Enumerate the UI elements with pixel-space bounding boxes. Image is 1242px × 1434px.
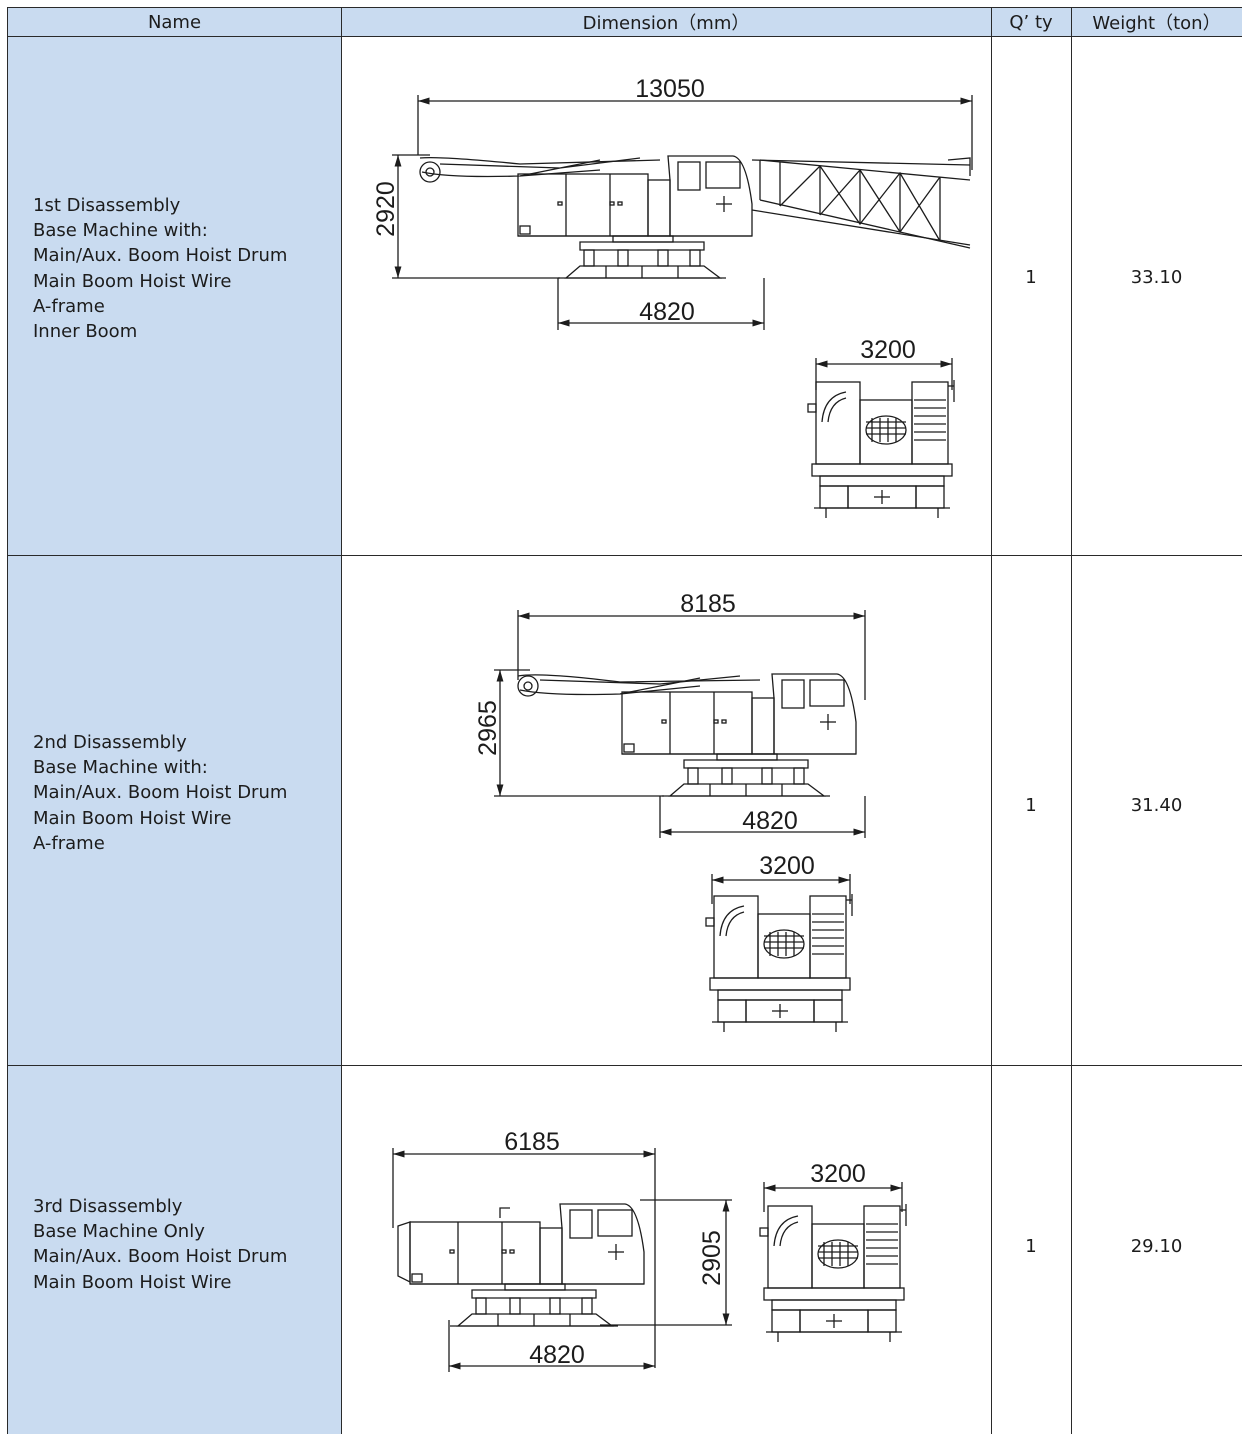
name-line: 3rd Disassembly xyxy=(33,1196,183,1217)
header-name: Name xyxy=(8,8,341,36)
row-2-weight: 31.40 xyxy=(1130,795,1183,816)
header-qty: Q’ ty xyxy=(991,8,1071,36)
name-line: Main/Aux. Boom Hoist Drum xyxy=(33,782,288,804)
name-line: Main Boom Hoist Wire xyxy=(33,807,232,829)
grid-line xyxy=(7,7,8,1434)
row-2-width: 3200 xyxy=(759,852,815,880)
header-weight: Weight（ton） xyxy=(1071,8,1242,36)
header-name-label: Name xyxy=(147,11,202,33)
name-line: 1st Disassembly xyxy=(33,195,181,216)
row-3-qty: 1 xyxy=(1025,1236,1037,1257)
row-2-length: 8185 xyxy=(680,590,736,618)
name-column xyxy=(8,36,341,1434)
grid-line xyxy=(341,7,342,1434)
header-dimension: Dimension（mm） xyxy=(341,8,991,36)
grid-line xyxy=(991,7,992,1434)
name-line: 2nd Disassembly xyxy=(33,732,187,753)
row-1-track: 4820 xyxy=(639,298,695,326)
header-weight-label: Weight（ton） xyxy=(1092,13,1221,34)
name-line: Inner Boom xyxy=(33,321,138,343)
name-line: A-frame xyxy=(33,832,105,854)
row-2-height: 2965 xyxy=(474,700,502,756)
row-2-track: 4820 xyxy=(742,807,798,835)
header-dimension-label: Dimension（mm） xyxy=(582,13,750,34)
name-line: A-frame xyxy=(33,295,105,317)
row-1-qty: 1 xyxy=(1025,267,1037,288)
grid-line xyxy=(8,1065,1242,1066)
name-line: Base Machine with: xyxy=(33,220,208,242)
row-3-name: 3rd Disassembly Base Machine Only Main/A… xyxy=(33,1194,287,1295)
row-3-track: 4820 xyxy=(529,1341,585,1369)
row-2-name: 2nd Disassembly Base Machine with: Main/… xyxy=(33,730,287,856)
name-line: Main/Aux. Boom Hoist Drum xyxy=(33,245,288,267)
row-3-height: 2905 xyxy=(698,1230,726,1286)
grid-line xyxy=(8,36,1242,37)
grid-line xyxy=(8,7,1242,8)
grid-line xyxy=(1071,7,1072,1434)
row-3-front-view: 3200 xyxy=(759,1160,907,1343)
row-1-name: 1st Disassembly Base Machine with: Main/… xyxy=(33,193,287,344)
name-line: Main Boom Hoist Wire xyxy=(33,270,232,292)
row-3-weight: 29.10 xyxy=(1130,1236,1183,1257)
name-line: Main Boom Hoist Wire xyxy=(33,1271,232,1293)
row-3-width: 3200 xyxy=(810,1160,866,1188)
header-qty-label: Q’ ty xyxy=(1009,11,1053,33)
row-1-height: 2920 xyxy=(372,181,400,237)
row-3-length: 6185 xyxy=(504,1128,560,1156)
row-3-side-view: 6185 2905 4820 xyxy=(392,1128,732,1372)
row-1-side-view: 13050 2920 4820 xyxy=(372,75,973,330)
name-line: Base Machine with: xyxy=(33,757,208,779)
row-2-front-view: 3200 xyxy=(705,852,853,1033)
row-2-side-view: 8185 2965 4820 xyxy=(474,590,866,838)
name-line: Base Machine Only xyxy=(33,1221,205,1243)
name-line: Main/Aux. Boom Hoist Drum xyxy=(33,1246,288,1268)
grid-line xyxy=(8,555,1242,556)
row-1-length: 13050 xyxy=(635,75,705,103)
row-1-width: 3200 xyxy=(860,336,916,364)
row-2-qty: 1 xyxy=(1025,795,1037,816)
row-1-weight: 33.10 xyxy=(1130,267,1183,288)
row-1-front-view: 3200 xyxy=(807,336,955,519)
